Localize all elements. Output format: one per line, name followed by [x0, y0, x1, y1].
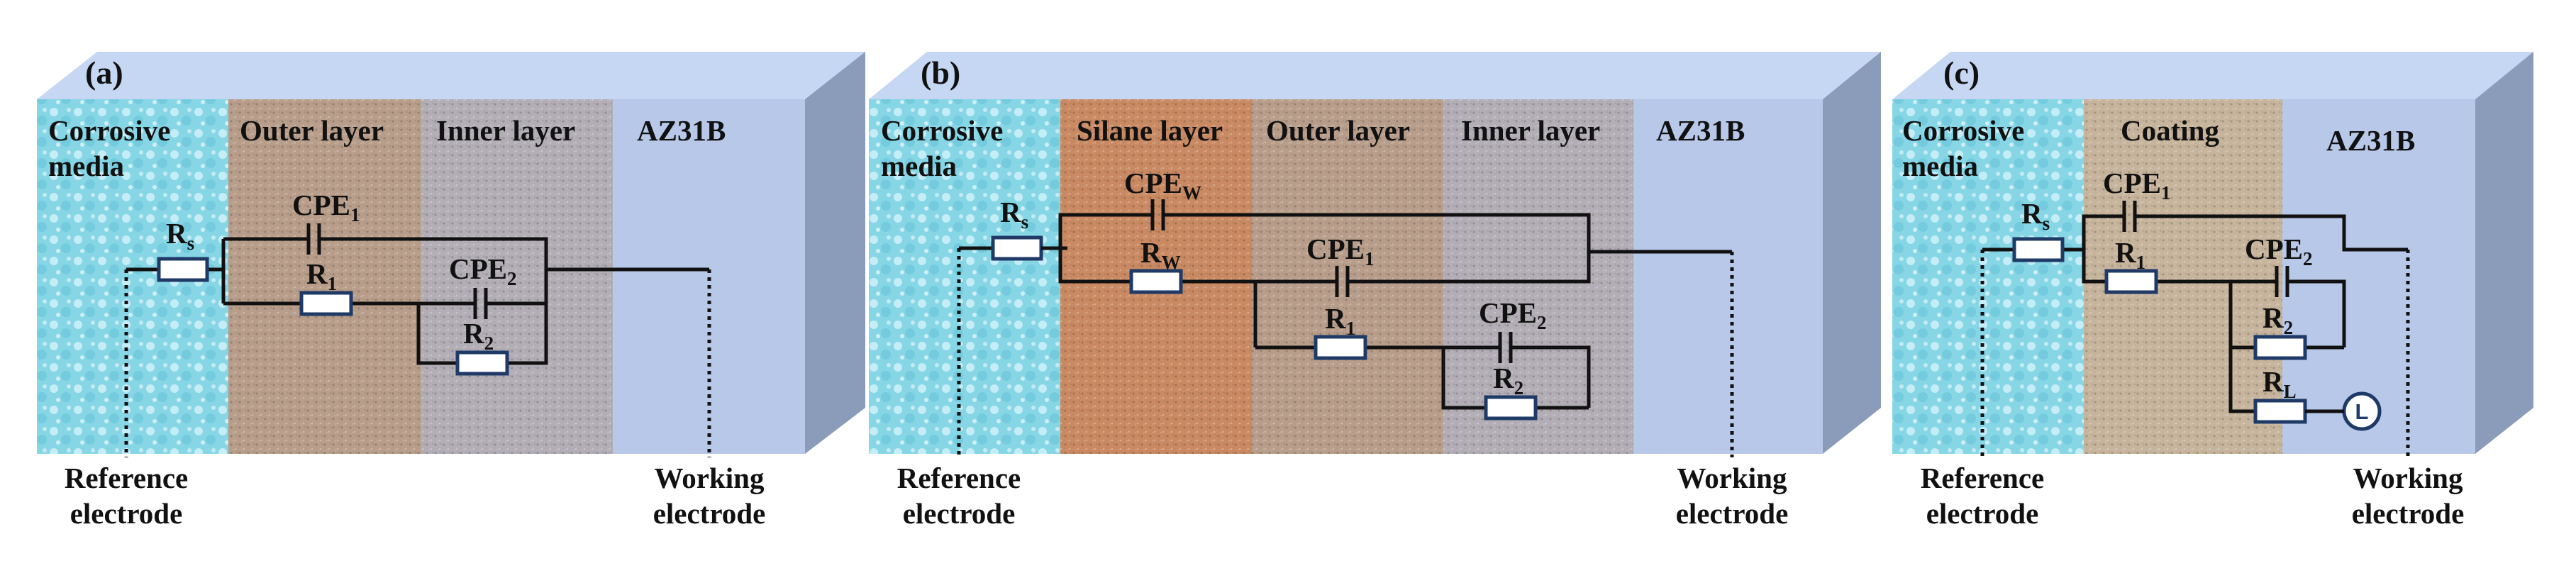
- panel-b-tag: (b): [921, 55, 960, 91]
- panel-c-wire-main: [1982, 214, 2408, 413]
- panel-c-rs-label: Rs: [2021, 197, 2050, 234]
- panel-a-wire-main: [221, 237, 709, 365]
- panel-b-r1-resistor: [1314, 335, 1367, 360]
- panel-a-rs-label: Rs: [166, 217, 194, 254]
- panel-a-inner-label: Inner layer: [436, 114, 575, 147]
- panel-c-tag: (c): [1943, 55, 1980, 91]
- panel-a-r2-label: R2: [463, 317, 494, 354]
- panel-c-rl-resistor: [2253, 399, 2307, 424]
- panel-a-cpe2-label: CPE2: [449, 252, 517, 289]
- panel-a-outer-label: Outer layer: [240, 114, 384, 147]
- panel-b-inner-label: Inner layer: [1461, 114, 1600, 147]
- panel-b-side-face: [1823, 52, 1881, 454]
- panel-b-layer-substrate: [1633, 99, 1823, 454]
- panel-c-r2-resistor: [2253, 335, 2307, 360]
- panel-b-r2-resistor: [1484, 395, 1538, 421]
- panel-b-rw-label: RW: [1140, 236, 1181, 273]
- panel-b-outer-label: Outer layer: [1266, 114, 1410, 147]
- panel-c-coating-label: Coating: [2121, 114, 2219, 147]
- panel-b-rw-resistor: [1129, 269, 1183, 294]
- panel-a-top-face: [37, 52, 865, 99]
- panel-a-layer-substrate: [613, 99, 805, 454]
- panel-c-rl-label: RL: [2263, 365, 2297, 402]
- panel-c-cpe2-label: CPE2: [2245, 233, 2313, 269]
- panel-b-cpe2-label: CPE2: [1479, 296, 1547, 333]
- panel-c-r1-resistor: [2104, 269, 2158, 294]
- panel-a-side-face: [805, 52, 865, 454]
- panel-c-inductor-label: L: [2355, 399, 2369, 424]
- panel-b-layer-media-texture: [869, 99, 1060, 454]
- panel-b-substrate-label: AZ31B: [1656, 114, 1745, 147]
- panel-b-cpew-label: CPEW: [1124, 167, 1201, 204]
- panel-c-cpe1-label: CPE1: [2103, 167, 2171, 204]
- panel-a-r1-label: R1: [306, 257, 337, 294]
- panel-b-r2-label: R2: [1493, 362, 1523, 399]
- panel-b-rs-resistor: [991, 235, 1043, 261]
- panel-a-layer-outer-texture: [228, 99, 421, 454]
- panel-b-silane-label: Silane layer: [1077, 114, 1223, 147]
- panel-b-r1-label: R1: [1325, 302, 1355, 339]
- panel-c-substrate-label: AZ31B: [2326, 124, 2415, 157]
- panel-a-layer-inner-texture: [421, 99, 613, 454]
- panel-c-top-face: [1892, 52, 2533, 99]
- panel-a-rs-resistor: [157, 257, 209, 282]
- panel-c-layer-media-texture: [1892, 99, 2084, 454]
- panel-c-rs-resistor: [2012, 237, 2065, 262]
- panel-a-tag: (a): [85, 55, 123, 91]
- panel-c-r1-label: R1: [2115, 236, 2145, 273]
- panel-a-r2-resistor: [455, 350, 509, 376]
- panel-a-r1-resistor: [299, 291, 353, 316]
- panel-a-cpe1-label: CPE1: [292, 189, 360, 225]
- panel-c-r2-label: R2: [2263, 301, 2293, 338]
- panel-a-substrate-label: AZ31B: [637, 114, 726, 147]
- panel-c-layer-substrate: [2282, 99, 2475, 454]
- panel-b-rs-label: Rs: [1000, 196, 1028, 233]
- panel-b-top-face: [869, 52, 1881, 99]
- panel-b-cpe1-label: CPE1: [1306, 233, 1375, 269]
- panel-b-layer-inner-texture: [1443, 99, 1633, 454]
- panel-c-side-face: [2475, 52, 2533, 454]
